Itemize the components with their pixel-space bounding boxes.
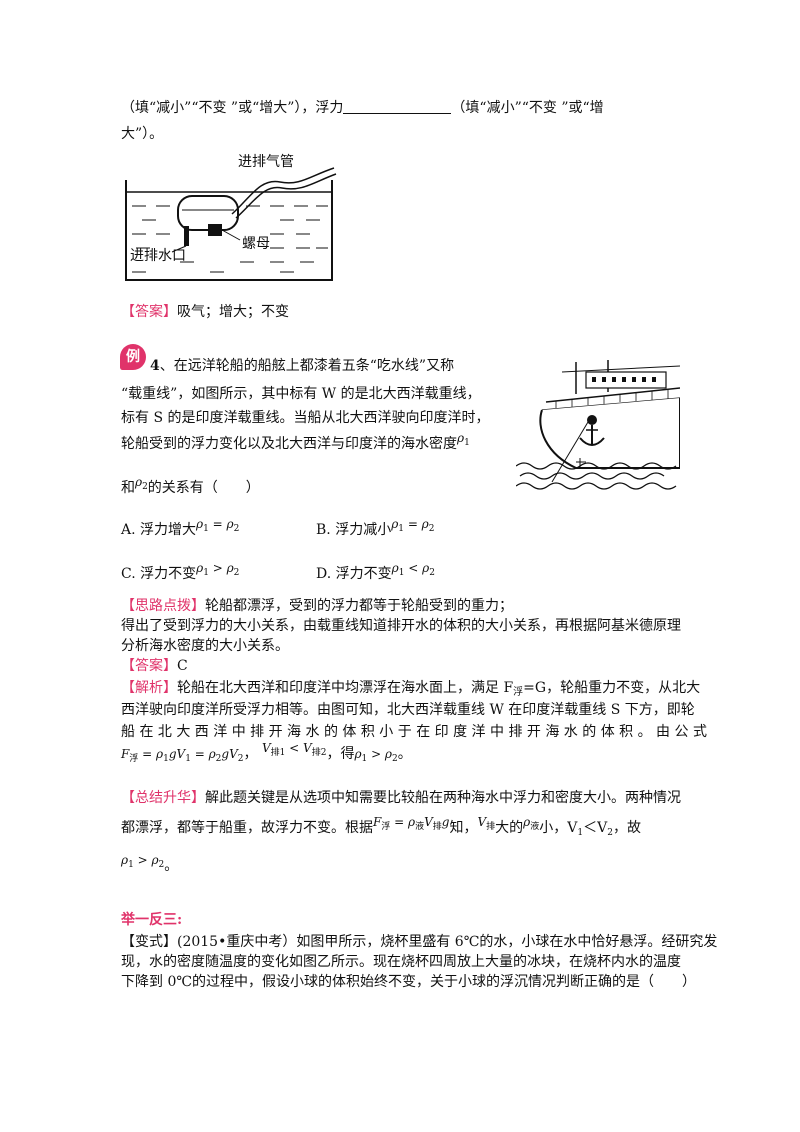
example-text-4: 轮船受到的浮力变化以及北大西洋与印度洋的海水密度: [121, 436, 457, 452]
ship-load-line-figure: [516, 360, 680, 490]
summary-formula: F浮 = ρ液V排g: [373, 815, 450, 832]
hint-line-1: 【思路点拨】轮船都漂浮，受到的浮力都等于轮船受到的重力；: [121, 596, 513, 616]
option-a-formula: ρ1 = ρ2: [196, 517, 240, 534]
analysis-line-1: 【解析】轮船在北大西洋和印度洋中均漂浮在海水面上，满足 F浮=G，轮船重力不变，…: [121, 678, 700, 703]
question-continuation-line-2: 大”）。: [121, 126, 164, 142]
example-text-5b: 的关系有（ ）: [147, 480, 260, 496]
option-a[interactable]: A. 浮力增大ρ1 = ρ2: [121, 517, 240, 545]
option-b-text: B. 浮力减小: [316, 522, 392, 538]
question-continuation-line: （填“减小”“不变 ”或“增大”），浮力 （填“减小”“不变 ”或“增: [121, 98, 604, 118]
hint-line-2: 得出了受到浮力的大小关系，由载重线知道排开水的体积的大小关系，再根据阿基米德原理: [121, 618, 681, 634]
example-text-5a: 和: [121, 480, 135, 496]
variant-heading: 举一反三:: [121, 912, 183, 928]
analysis-text-1b: =G，轮船重力不变，从北大: [523, 680, 701, 696]
label-air-pipe: 进排气管: [238, 154, 294, 170]
summary-text-1: 解此题关键是从选项中知需要比较船在两种海水中浮力和密度大小。两种情况: [205, 790, 681, 806]
summary-v-symbol: V排: [477, 815, 496, 832]
example-4-line-5: 和ρ2的关系有（ ）: [121, 475, 260, 503]
answer-blank[interactable]: [343, 99, 452, 114]
answer-tag: 【答案】: [121, 304, 177, 320]
summary-text-2e: ＜V: [583, 820, 608, 836]
analysis-text-1a: 轮船在北大西洋和印度洋中均漂浮在海水面上，满足 F: [177, 680, 514, 696]
variant-text-1: (2015•重庆中考）如图甲所示，烧杯里盛有 6℃的水，小球在水中恰好悬浮。经研…: [177, 934, 718, 950]
analysis-sub: 浮: [513, 687, 524, 698]
answer-1: 【答案】吸气；增大；不变: [121, 302, 289, 322]
option-b[interactable]: B. 浮力减小ρ1 = ρ2: [316, 517, 435, 545]
summary-line-3: ρ1 > ρ2。: [121, 853, 179, 881]
analysis-line-3: 船 在 北 大 西 洋 中 排 开 海 水 的 体 积 小 于 在 印 度 洋 …: [121, 724, 707, 740]
submarine-model-figure: 进排气管 螺母 进排水口: [125, 154, 337, 281]
example-4-line-3: 标有 S 的是印度洋载重线。当船从北大西洋驶向印度洋时，: [121, 410, 490, 426]
option-d-formula: ρ1 < ρ2: [391, 561, 435, 578]
option-d[interactable]: D. 浮力不变ρ1 < ρ2: [316, 561, 435, 589]
summary-text-2c: 大的: [495, 820, 524, 836]
example-4-line-1: 4、在远洋轮船的船舷上都漆着五条“吃水线”又称: [150, 356, 454, 376]
summary-line-2: 都漂浮，都等于船重，故浮力不变。根据F浮 = ρ液V排g知，V排大的ρ液小，V1…: [121, 815, 641, 838]
summary-end: 。: [164, 858, 179, 874]
example-4-line-4: 轮船受到的浮力变化以及北大西洋与印度洋的海水密度ρ1: [121, 431, 470, 459]
example-number: 4: [150, 358, 160, 374]
analysis-end: 。: [397, 746, 412, 762]
analysis-formula-2: V排1 < V排2: [261, 741, 327, 758]
rho2-symbol: ρ2: [135, 475, 148, 492]
analysis-line-2: 西洋驶向印度洋所受浮力相等。由图可知，北大西洋载重线 W 在印度洋载重线 S 下…: [121, 702, 695, 718]
example-text-1: 、在远洋轮船的船舷上都漆着五条“吃水线”又称: [159, 358, 455, 374]
summary-text-2d: 小，V: [539, 820, 578, 836]
answer-2: 【答案】C: [121, 656, 188, 676]
example-4-line-2: “载重线”，如图所示，其中标有 W 的是北大西洋载重线，: [121, 386, 481, 402]
answer-text: 吸气；增大；不变: [177, 304, 289, 320]
hint-tag: 【思路点拨】: [121, 598, 205, 614]
variant-line-2: 现，水的密度随温度的变化如图乙所示。现在烧杯四周放上大量的冰块，在烧杯内水的温度: [121, 954, 681, 970]
summary-line-1: 【总结升华】解此题关键是从选项中知需要比较船在两种海水中浮力和密度大小。两种情况: [121, 788, 681, 808]
rho1-symbol: ρ1: [457, 431, 470, 448]
option-c[interactable]: C. 浮力不变ρ1 > ρ2: [121, 561, 240, 589]
analysis-tag: 【解析】: [121, 680, 177, 696]
fill-text-2: （填“减小”“不变 ”或“增: [451, 100, 604, 116]
option-c-formula: ρ1 > ρ2: [196, 561, 240, 578]
variant-line-1: 【变式】(2015•重庆中考）如图甲所示，烧杯里盛有 6℃的水，小球在水中恰好悬…: [121, 932, 717, 952]
analysis-formula-3: ρ1 > ρ2: [354, 747, 398, 764]
answer-2-tag: 【答案】: [121, 658, 177, 674]
option-c-text: C. 浮力不变: [121, 566, 197, 582]
summary-tag: 【总结升华】: [121, 790, 205, 806]
analysis-get: ，得: [326, 746, 355, 762]
summary-text-2a: 都漂浮，都等于船重，故浮力不变。根据: [121, 820, 373, 836]
label-water-port: 进排水口: [130, 248, 186, 264]
variant-tag: 【变式】: [121, 934, 177, 950]
analysis-formula-1: F浮 = ρ1gV1 = ρ2gV2: [121, 747, 244, 764]
hint-text-1: 轮船都漂浮，受到的浮力都等于轮船受到的重力；: [205, 598, 513, 614]
summary-conclusion-formula: ρ1 > ρ2: [121, 853, 165, 870]
hint-line-3: 分析海水密度的大小关系。: [121, 638, 289, 654]
option-a-text: A. 浮力增大: [121, 522, 197, 538]
example-badge: 例: [120, 344, 146, 370]
label-nut: 螺母: [242, 236, 270, 252]
analysis-line-4: F浮 = ρ1gV1 = ρ2gV2， V排1 < V排2，得ρ1 > ρ2。: [121, 741, 412, 764]
summary-text-2b: 知，: [449, 820, 478, 836]
summary-text-2f: ，故: [612, 820, 641, 836]
fill-text-1: （填“减小”“不变 ”或“增大”），浮力: [121, 100, 344, 116]
variant-line-3: 下降到 0℃的过程中，假设小球的体积始终不变，关于小球的浮沉情况判断正确的是（ …: [121, 974, 697, 990]
summary-rho-symbol: ρ液: [523, 815, 540, 832]
option-b-formula: ρ1 = ρ2: [391, 517, 435, 534]
option-d-text: D. 浮力不变: [316, 566, 392, 582]
answer-2-text: C: [177, 658, 188, 674]
